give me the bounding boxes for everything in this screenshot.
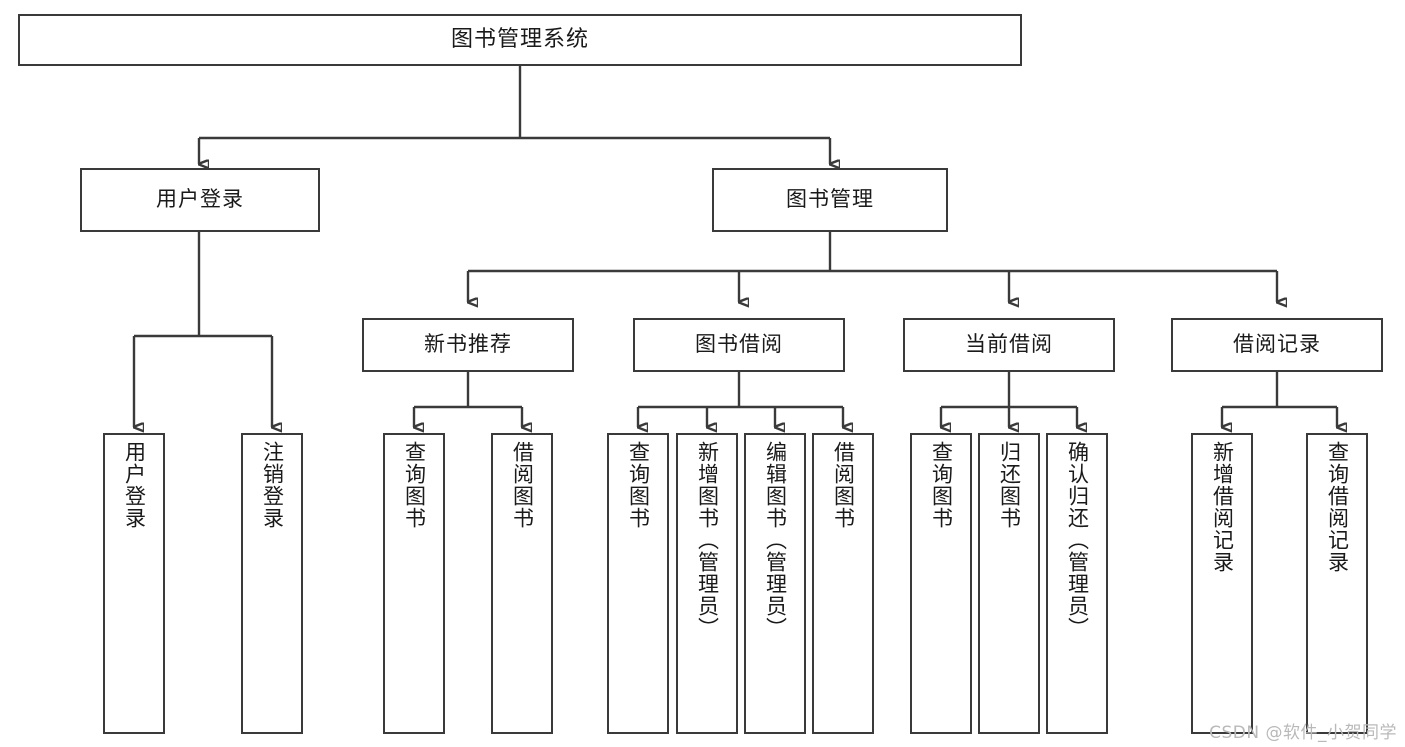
leaf-label: 借阅图书: [510, 441, 535, 529]
watermark-text: CSDN @软件_小贺同学: [1209, 723, 1397, 743]
leaf-borrow-edit-book-admin[interactable]: 编辑图书（管理员）: [744, 433, 806, 734]
leaf-borrow-borrow-book[interactable]: 借阅图书: [812, 433, 874, 734]
leaf-label: 查询图书: [402, 441, 427, 529]
node-root-system[interactable]: 图书管理系统: [18, 14, 1022, 66]
node-book-management[interactable]: 图书管理: [712, 168, 948, 232]
leaf-label: 查询图书: [626, 441, 651, 529]
leaf-label: 借阅图书: [831, 441, 856, 529]
leaf-label: 新增借阅记录: [1210, 441, 1235, 573]
leaf-label: 注销登录: [260, 441, 285, 529]
node-current-borrow[interactable]: 当前借阅: [903, 318, 1115, 372]
leaf-label: 用户登录: [122, 441, 147, 529]
leaf-label: 归还图书: [997, 441, 1022, 529]
leaf-label: 查询借阅记录: [1325, 441, 1350, 573]
leaf-record-add-record[interactable]: 新增借阅记录: [1191, 433, 1253, 734]
leaf-current-return-book[interactable]: 归还图书: [978, 433, 1040, 734]
leaf-current-query-book[interactable]: 查询图书: [910, 433, 972, 734]
leaf-label: 编辑图书（管理员）: [763, 441, 788, 639]
node-new-book-recommend[interactable]: 新书推荐: [362, 318, 574, 372]
leaf-label: 确认归还（管理员）: [1065, 441, 1090, 639]
node-user-login[interactable]: 用户登录: [80, 168, 320, 232]
leaf-new-book-query[interactable]: 查询图书: [383, 433, 445, 734]
leaf-new-book-borrow[interactable]: 借阅图书: [491, 433, 553, 734]
leaf-user-login-logout[interactable]: 注销登录: [241, 433, 303, 734]
leaf-borrow-add-book-admin[interactable]: 新增图书（管理员）: [676, 433, 738, 734]
leaf-label: 查询图书: [929, 441, 954, 529]
leaf-label: 新增图书（管理员）: [695, 441, 720, 639]
leaf-borrow-query-book[interactable]: 查询图书: [607, 433, 669, 734]
leaf-user-login-login[interactable]: 用户登录: [103, 433, 165, 734]
node-book-borrow[interactable]: 图书借阅: [633, 318, 845, 372]
node-borrow-record[interactable]: 借阅记录: [1171, 318, 1383, 372]
leaf-current-confirm-return-admin[interactable]: 确认归还（管理员）: [1046, 433, 1108, 734]
leaf-record-query-record[interactable]: 查询借阅记录: [1306, 433, 1368, 734]
